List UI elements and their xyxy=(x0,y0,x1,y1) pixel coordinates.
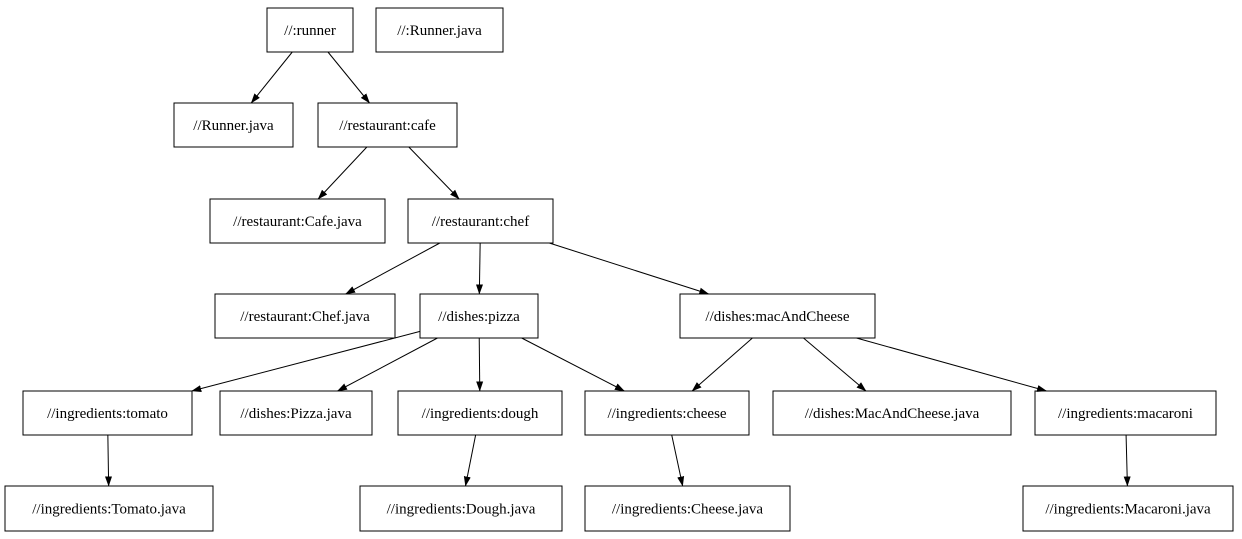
node-cheese: //ingredients:cheese xyxy=(584,390,750,436)
edge-cheese-to-cheese-java xyxy=(671,434,685,487)
node-label: //restaurant:cafe xyxy=(339,118,436,134)
nodes-layer: //:runner //:Runner.java //Runner.java //re… xyxy=(4,7,1234,532)
node-label: //:Runner.java xyxy=(397,23,482,39)
edge-pizza-to-pizza-java xyxy=(337,337,438,392)
node-label: //dishes:pizza xyxy=(438,309,520,325)
node-box xyxy=(419,293,539,339)
node-label: //ingredients:cheese xyxy=(607,406,726,422)
node-chef: //restaurant:chef xyxy=(407,198,554,244)
node-runner-java: //Runner.java xyxy=(173,102,294,148)
node-mac-and-cheese: //dishes:macAndCheese xyxy=(679,293,876,339)
node-box xyxy=(173,102,294,148)
node-label: //ingredients:Dough.java xyxy=(387,502,536,518)
node-macaroni: //ingredients:macaroni xyxy=(1034,390,1217,436)
node-tomato: //ingredients:tomato xyxy=(22,390,193,436)
node-box xyxy=(407,198,554,244)
node-box xyxy=(22,390,193,436)
node-label: //ingredients:dough xyxy=(422,406,539,422)
edge-chef-to-pizza xyxy=(475,242,483,295)
edge-chef-to-mac-and-cheese xyxy=(549,242,710,295)
edge-mac-and-cheese-to-cheese xyxy=(691,337,753,392)
node-dough: //ingredients:dough xyxy=(397,390,563,436)
edge-cafe-to-cafe-java xyxy=(317,146,368,200)
node-macaroni-java: //ingredients:Macaroni.java xyxy=(1022,485,1234,532)
node-pizza: //dishes:pizza xyxy=(419,293,539,339)
node-label: //dishes:MacAndCheese.java xyxy=(805,406,980,422)
edge-chef-to-chef-java xyxy=(345,242,441,295)
node-box xyxy=(397,390,563,436)
edge-macaroni-to-macaroni-java xyxy=(1123,434,1131,487)
node-box xyxy=(772,390,1012,436)
node-tomato-java: //ingredients:Tomato.java xyxy=(4,485,214,532)
node-box xyxy=(317,102,458,148)
node-cafe-java: //restaurant:Cafe.java xyxy=(209,198,386,244)
node-label: //ingredients:macaroni xyxy=(1058,406,1193,422)
node-runner-java-src: //:Runner.java xyxy=(375,7,504,53)
node-box xyxy=(266,7,354,53)
node-box xyxy=(209,198,386,244)
node-box xyxy=(1022,485,1234,532)
node-box xyxy=(679,293,876,339)
node-label: //restaurant:Chef.java xyxy=(240,309,370,325)
node-runner: //:runner xyxy=(266,7,354,53)
node-box xyxy=(4,485,214,532)
node-dough-java: //ingredients:Dough.java xyxy=(359,485,563,532)
node-box xyxy=(214,293,396,339)
edge-cafe-to-chef xyxy=(408,146,460,200)
node-label: //Runner.java xyxy=(193,118,274,134)
node-box xyxy=(359,485,563,532)
node-box xyxy=(1034,390,1217,436)
node-cafe: //restaurant:cafe xyxy=(317,102,458,148)
edge-pizza-to-dough xyxy=(476,337,484,392)
node-box xyxy=(584,485,791,532)
edge-mac-and-cheese-to-mac-and-cheese-java xyxy=(803,337,867,392)
node-mac-and-cheese-java: //dishes:MacAndCheese.java xyxy=(772,390,1012,436)
edge-mac-and-cheese-to-macaroni xyxy=(856,337,1048,392)
edge-tomato-to-tomato-java xyxy=(104,434,112,487)
edge-dough-to-dough-java xyxy=(463,434,477,487)
node-label: //restaurant:chef xyxy=(432,214,529,230)
node-cheese-java: //ingredients:Cheese.java xyxy=(584,485,791,532)
node-pizza-java: //dishes:Pizza.java xyxy=(219,390,373,436)
node-box xyxy=(584,390,750,436)
node-box xyxy=(219,390,373,436)
node-box xyxy=(375,7,504,53)
edge-runner-to-cafe xyxy=(327,51,370,104)
node-label: //dishes:Pizza.java xyxy=(240,406,352,422)
node-label: //ingredients:tomato xyxy=(47,406,168,422)
node-label: //dishes:macAndCheese xyxy=(705,309,849,325)
edge-pizza-to-cheese xyxy=(521,337,625,392)
edge-pizza-to-tomato xyxy=(191,330,421,392)
edges-layer xyxy=(104,51,1131,487)
node-label: //:runner xyxy=(284,23,336,39)
node-label: //restaurant:Cafe.java xyxy=(233,214,362,230)
edge-runner-to-runner-java xyxy=(250,51,293,104)
node-label: //ingredients:Cheese.java xyxy=(612,502,764,518)
node-label: //ingredients:Macaroni.java xyxy=(1045,502,1211,518)
node-label: //ingredients:Tomato.java xyxy=(32,502,186,518)
node-chef-java: //restaurant:Chef.java xyxy=(214,293,396,339)
